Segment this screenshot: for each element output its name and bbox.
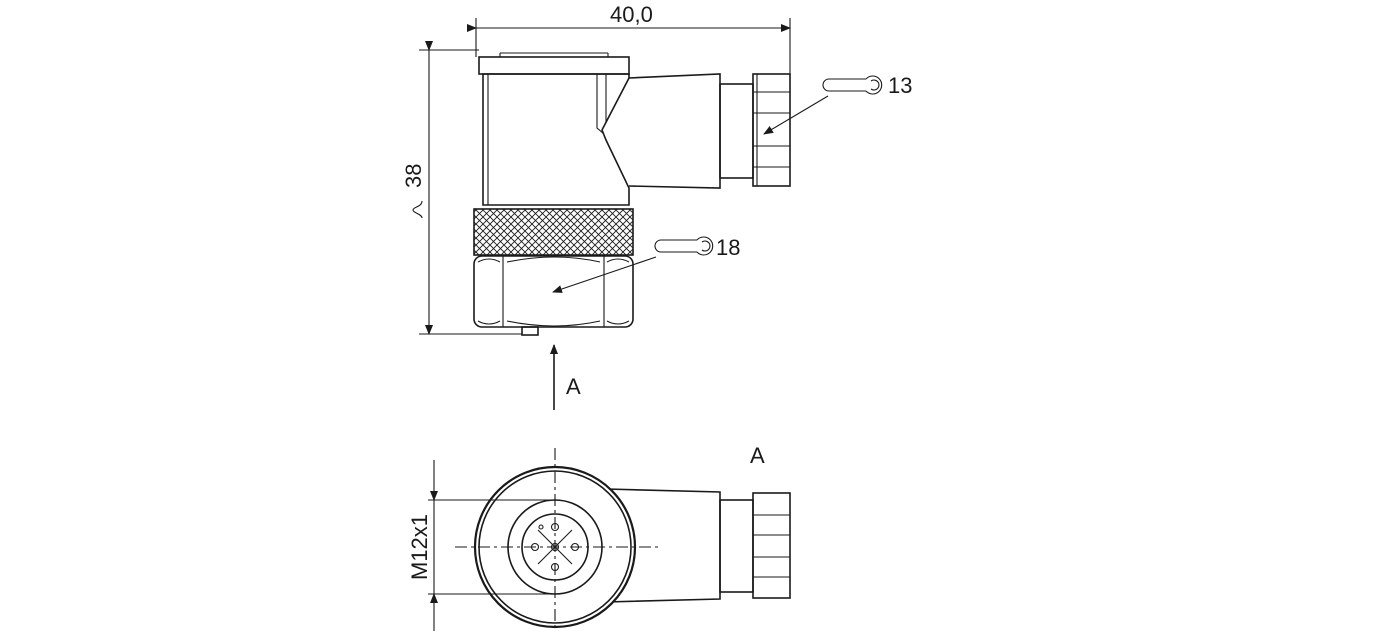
- cable-nut: [752, 73, 791, 187]
- width-label: 40,0: [610, 2, 653, 27]
- height-dimension: 38: [401, 41, 522, 335]
- knurled-ring: [473, 208, 634, 256]
- height-label: 38: [401, 164, 426, 188]
- wrench-18: 18: [552, 235, 740, 293]
- wrench-13: 13: [763, 73, 912, 135]
- wrench-icon: [654, 236, 714, 256]
- approx-symbol: [412, 200, 423, 219]
- width-dimension: 40,0: [467, 2, 791, 74]
- wrench-13-label: 13: [888, 73, 912, 98]
- thread-label: M12x1: [407, 514, 432, 580]
- coupling-hex-nut: [473, 255, 634, 328]
- housing-top-cap: [478, 56, 630, 75]
- view-title: A: [750, 443, 765, 468]
- thread-dimension: M12x1: [407, 460, 555, 631]
- view-arrow-label: A: [566, 374, 581, 399]
- wrench-icon: [822, 75, 883, 95]
- wrench-18-label: 18: [716, 235, 740, 260]
- side-view: A: [473, 52, 791, 410]
- front-view: A: [455, 443, 791, 631]
- housing-body: [482, 73, 630, 206]
- cable-housing: [628, 73, 721, 189]
